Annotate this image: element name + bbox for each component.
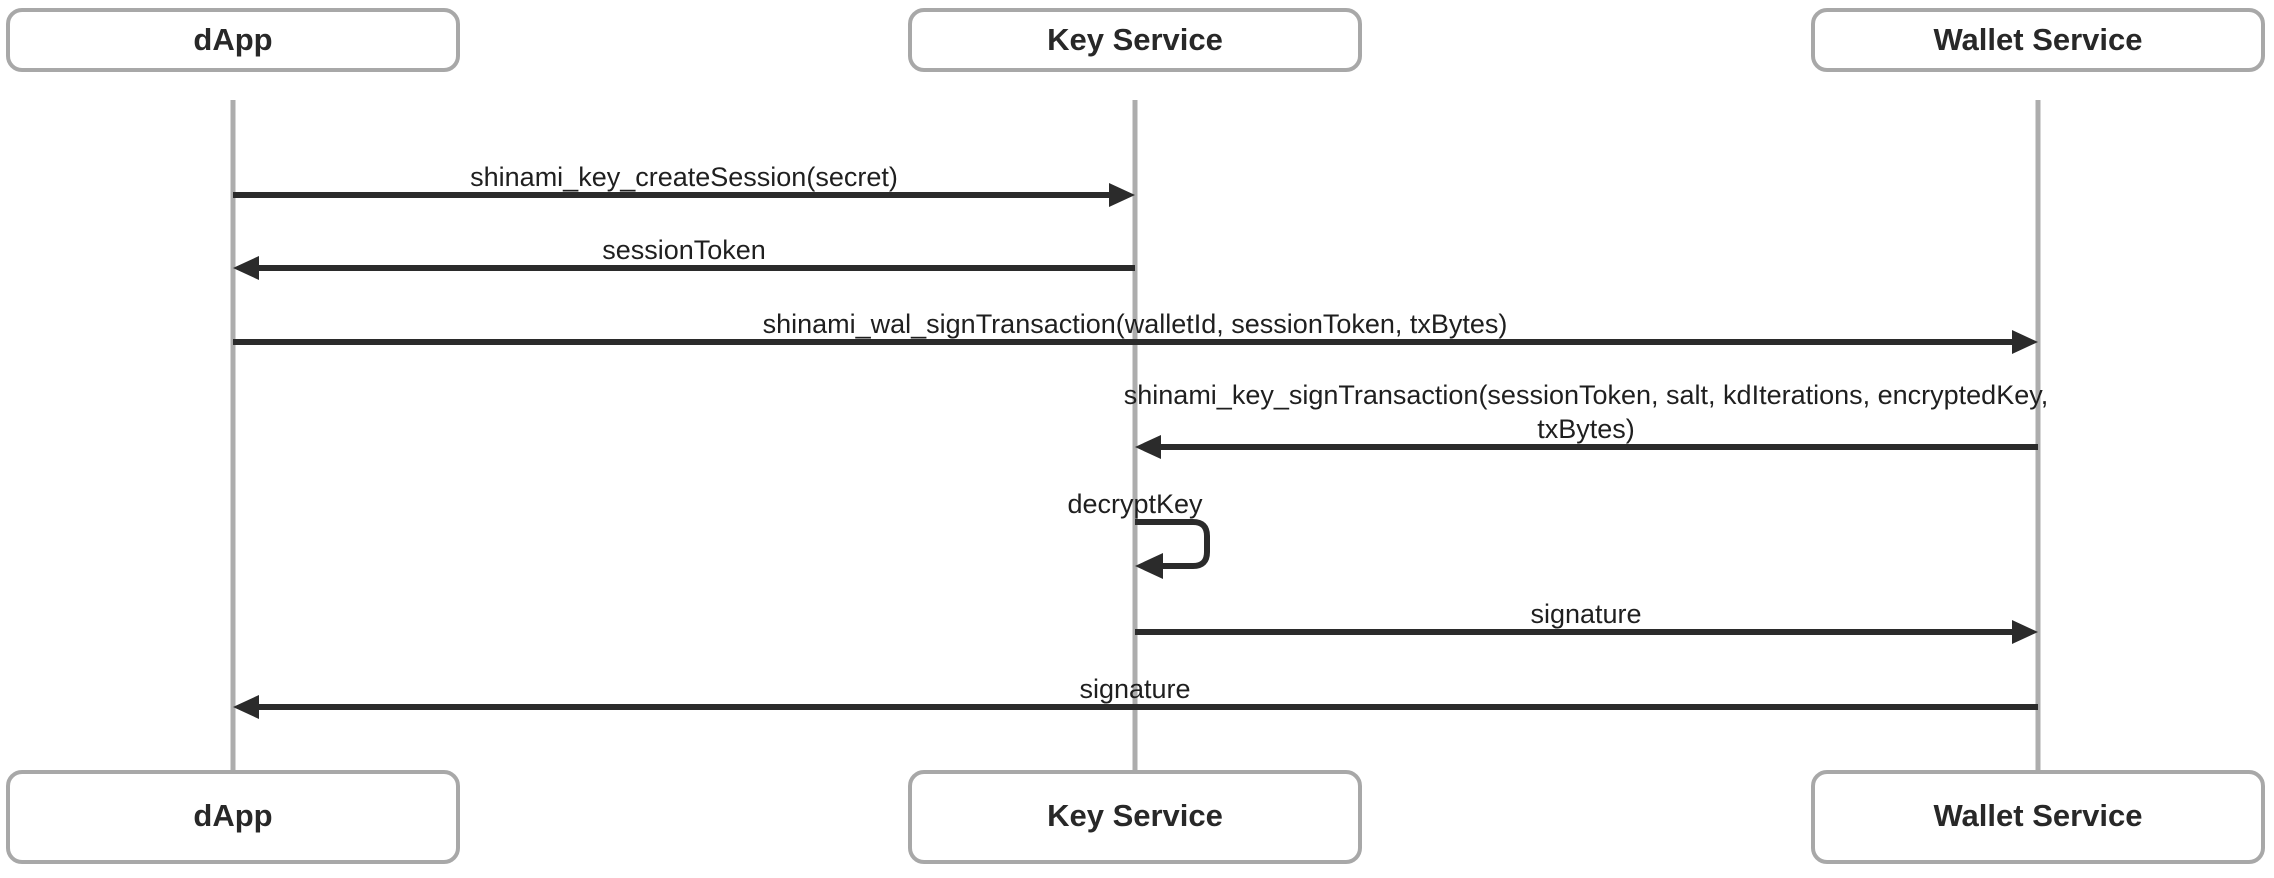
message-6-arrowhead-right-icon: [2012, 620, 2038, 644]
actor-box-dapp-bottom[interactable]: dApp: [6, 770, 460, 864]
actor-box-key-service-top[interactable]: Key Service: [908, 8, 1362, 72]
lifelines-group: [230, 100, 2041, 775]
actor-box-rect-key-service-bottom: [908, 770, 1362, 864]
message-3-arrowhead-right-icon: [2012, 330, 2038, 354]
actor-label-dapp-top: dApp: [193, 22, 272, 57]
message-5-label: decryptKey: [1067, 489, 1203, 519]
actor-box-dapp-top[interactable]: dApp: [6, 8, 460, 72]
message-6-signature-key-to-wallet[interactable]: signature: [1135, 599, 2038, 644]
actor-label-wallet-service-bottom: Wallet Service: [1933, 798, 2142, 833]
message-4-arrowhead-left-icon: [1135, 435, 1161, 459]
actor-label-dapp-bottom: dApp: [193, 798, 272, 833]
message-3-shinami-wal-signtransaction[interactable]: shinami_wal_signTransaction(walletId, se…: [233, 309, 2038, 354]
message-1-label: shinami_key_createSession(secret): [470, 162, 898, 192]
actor-box-rect-dapp-top: [6, 8, 460, 72]
message-4-shinami-key-signtransaction[interactable]: shinami_key_signTransaction(sessionToken…: [1124, 380, 2048, 459]
message-5-self-loop-path: [1135, 519, 1210, 569]
actor-box-rect-wallet-service-top: [1811, 8, 2265, 72]
message-7-label: signature: [1079, 674, 1190, 704]
message-2-arrowhead-left-icon: [233, 256, 259, 280]
message-5-decryptkey-self-call[interactable]: decryptKey: [1067, 489, 1210, 579]
message-1-shinami-key-createsession[interactable]: shinami_key_createSession(secret): [233, 162, 1135, 207]
message-5-arrowhead-left-icon: [1135, 553, 1163, 579]
actor-box-rect-dapp-bottom: [6, 770, 460, 864]
actor-box-wallet-service-bottom[interactable]: Wallet Service: [1811, 770, 2265, 864]
message-4-label-line-2: txBytes): [1537, 414, 1635, 444]
actor-label-wallet-service-top: Wallet Service: [1933, 22, 2142, 57]
actor-header-group: dApp Key Service Wallet Service: [6, 8, 2265, 72]
actor-footer-group: dApp Key Service Wallet Service: [6, 770, 2265, 864]
message-6-label: signature: [1530, 599, 1641, 629]
actor-label-key-service-bottom: Key Service: [1047, 798, 1223, 833]
message-2-sessiontoken[interactable]: sessionToken: [233, 235, 1135, 280]
message-3-label: shinami_wal_signTransaction(walletId, se…: [763, 309, 1508, 339]
message-2-label: sessionToken: [602, 235, 766, 265]
message-7-signature-wallet-to-dapp[interactable]: signature: [233, 674, 2038, 719]
message-1-arrowhead-right-icon: [1109, 183, 1135, 207]
actor-box-rect-wallet-service-bottom: [1811, 770, 2265, 864]
actor-box-key-service-bottom[interactable]: Key Service: [908, 770, 1362, 864]
message-4-label-line-1: shinami_key_signTransaction(sessionToken…: [1124, 380, 2048, 410]
actor-label-key-service-top: Key Service: [1047, 22, 1223, 57]
actor-box-wallet-service-top[interactable]: Wallet Service: [1811, 8, 2265, 72]
actor-box-rect-key-service-top: [908, 8, 1362, 72]
message-7-arrowhead-left-icon: [233, 695, 259, 719]
